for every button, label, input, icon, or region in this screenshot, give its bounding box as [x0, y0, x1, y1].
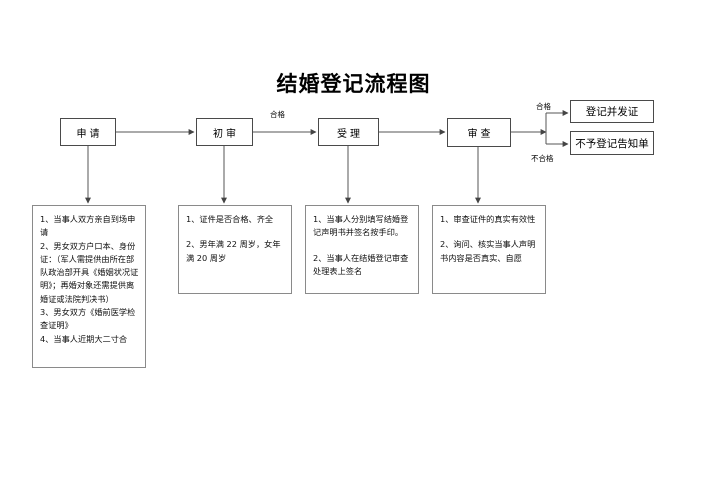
detail-line: 2、询问、核实当事人声明书内容是否真实、自愿: [440, 239, 536, 263]
detail-box-examination: 1、审查证件的真实有效性 2、询问、核实当事人声明书内容是否真实、自愿: [432, 205, 546, 294]
detail-line: 1、审查证件的真实有效性: [440, 214, 536, 224]
detail-line: 1、当事人分别填写结婚登记声明书并签名按手印。: [313, 214, 409, 238]
node-examination[interactable]: 审查: [447, 118, 511, 147]
node-acceptance[interactable]: 受理: [318, 118, 379, 146]
node-preliminary-review[interactable]: 初审: [196, 118, 253, 146]
detail-line: 2、当事人在结婚登记审查处理表上签名: [313, 252, 409, 276]
edge-label-qualified-review: 合格: [536, 102, 551, 111]
node-apply[interactable]: 申请: [60, 118, 116, 146]
detail-line: 1、当事人双方亲自到场申请: [40, 214, 136, 238]
node-issue-certificate[interactable]: 登记并发证: [570, 100, 654, 123]
detail-box-apply: 1、当事人双方亲自到场申请 2、男女双方户口本、身份证：（军人需提供由所在部队政…: [32, 205, 146, 368]
detail-line: 2、男女双方户口本、身份证：（军人需提供由所在部队政治部开具《婚姻状况证明》；再…: [40, 240, 139, 304]
detail-line: 2、男年满 22 周岁，女年满 20 周岁: [186, 239, 281, 263]
detail-box-acceptance: 1、当事人分别填写结婚登记声明书并签名按手印。 2、当事人在结婚登记审查处理表上…: [305, 205, 419, 294]
edge-label-qualified-pre: 合格: [270, 110, 285, 119]
detail-line: 1、证件是否合格、齐全: [186, 214, 274, 224]
edge-label-unqualified-review: 不合格: [531, 154, 554, 163]
page-title: 结婚登记流程图: [276, 71, 431, 96]
node-refusal-notice[interactable]: 不予登记告知单: [570, 131, 654, 155]
detail-box-preliminary-review: 1、证件是否合格、齐全 2、男年满 22 周岁，女年满 20 周岁: [178, 205, 292, 294]
detail-line: 3、男女双方《婚前医学检查证明》: [40, 306, 136, 331]
detail-line: 4、当事人近期大二寸合: [40, 333, 128, 344]
